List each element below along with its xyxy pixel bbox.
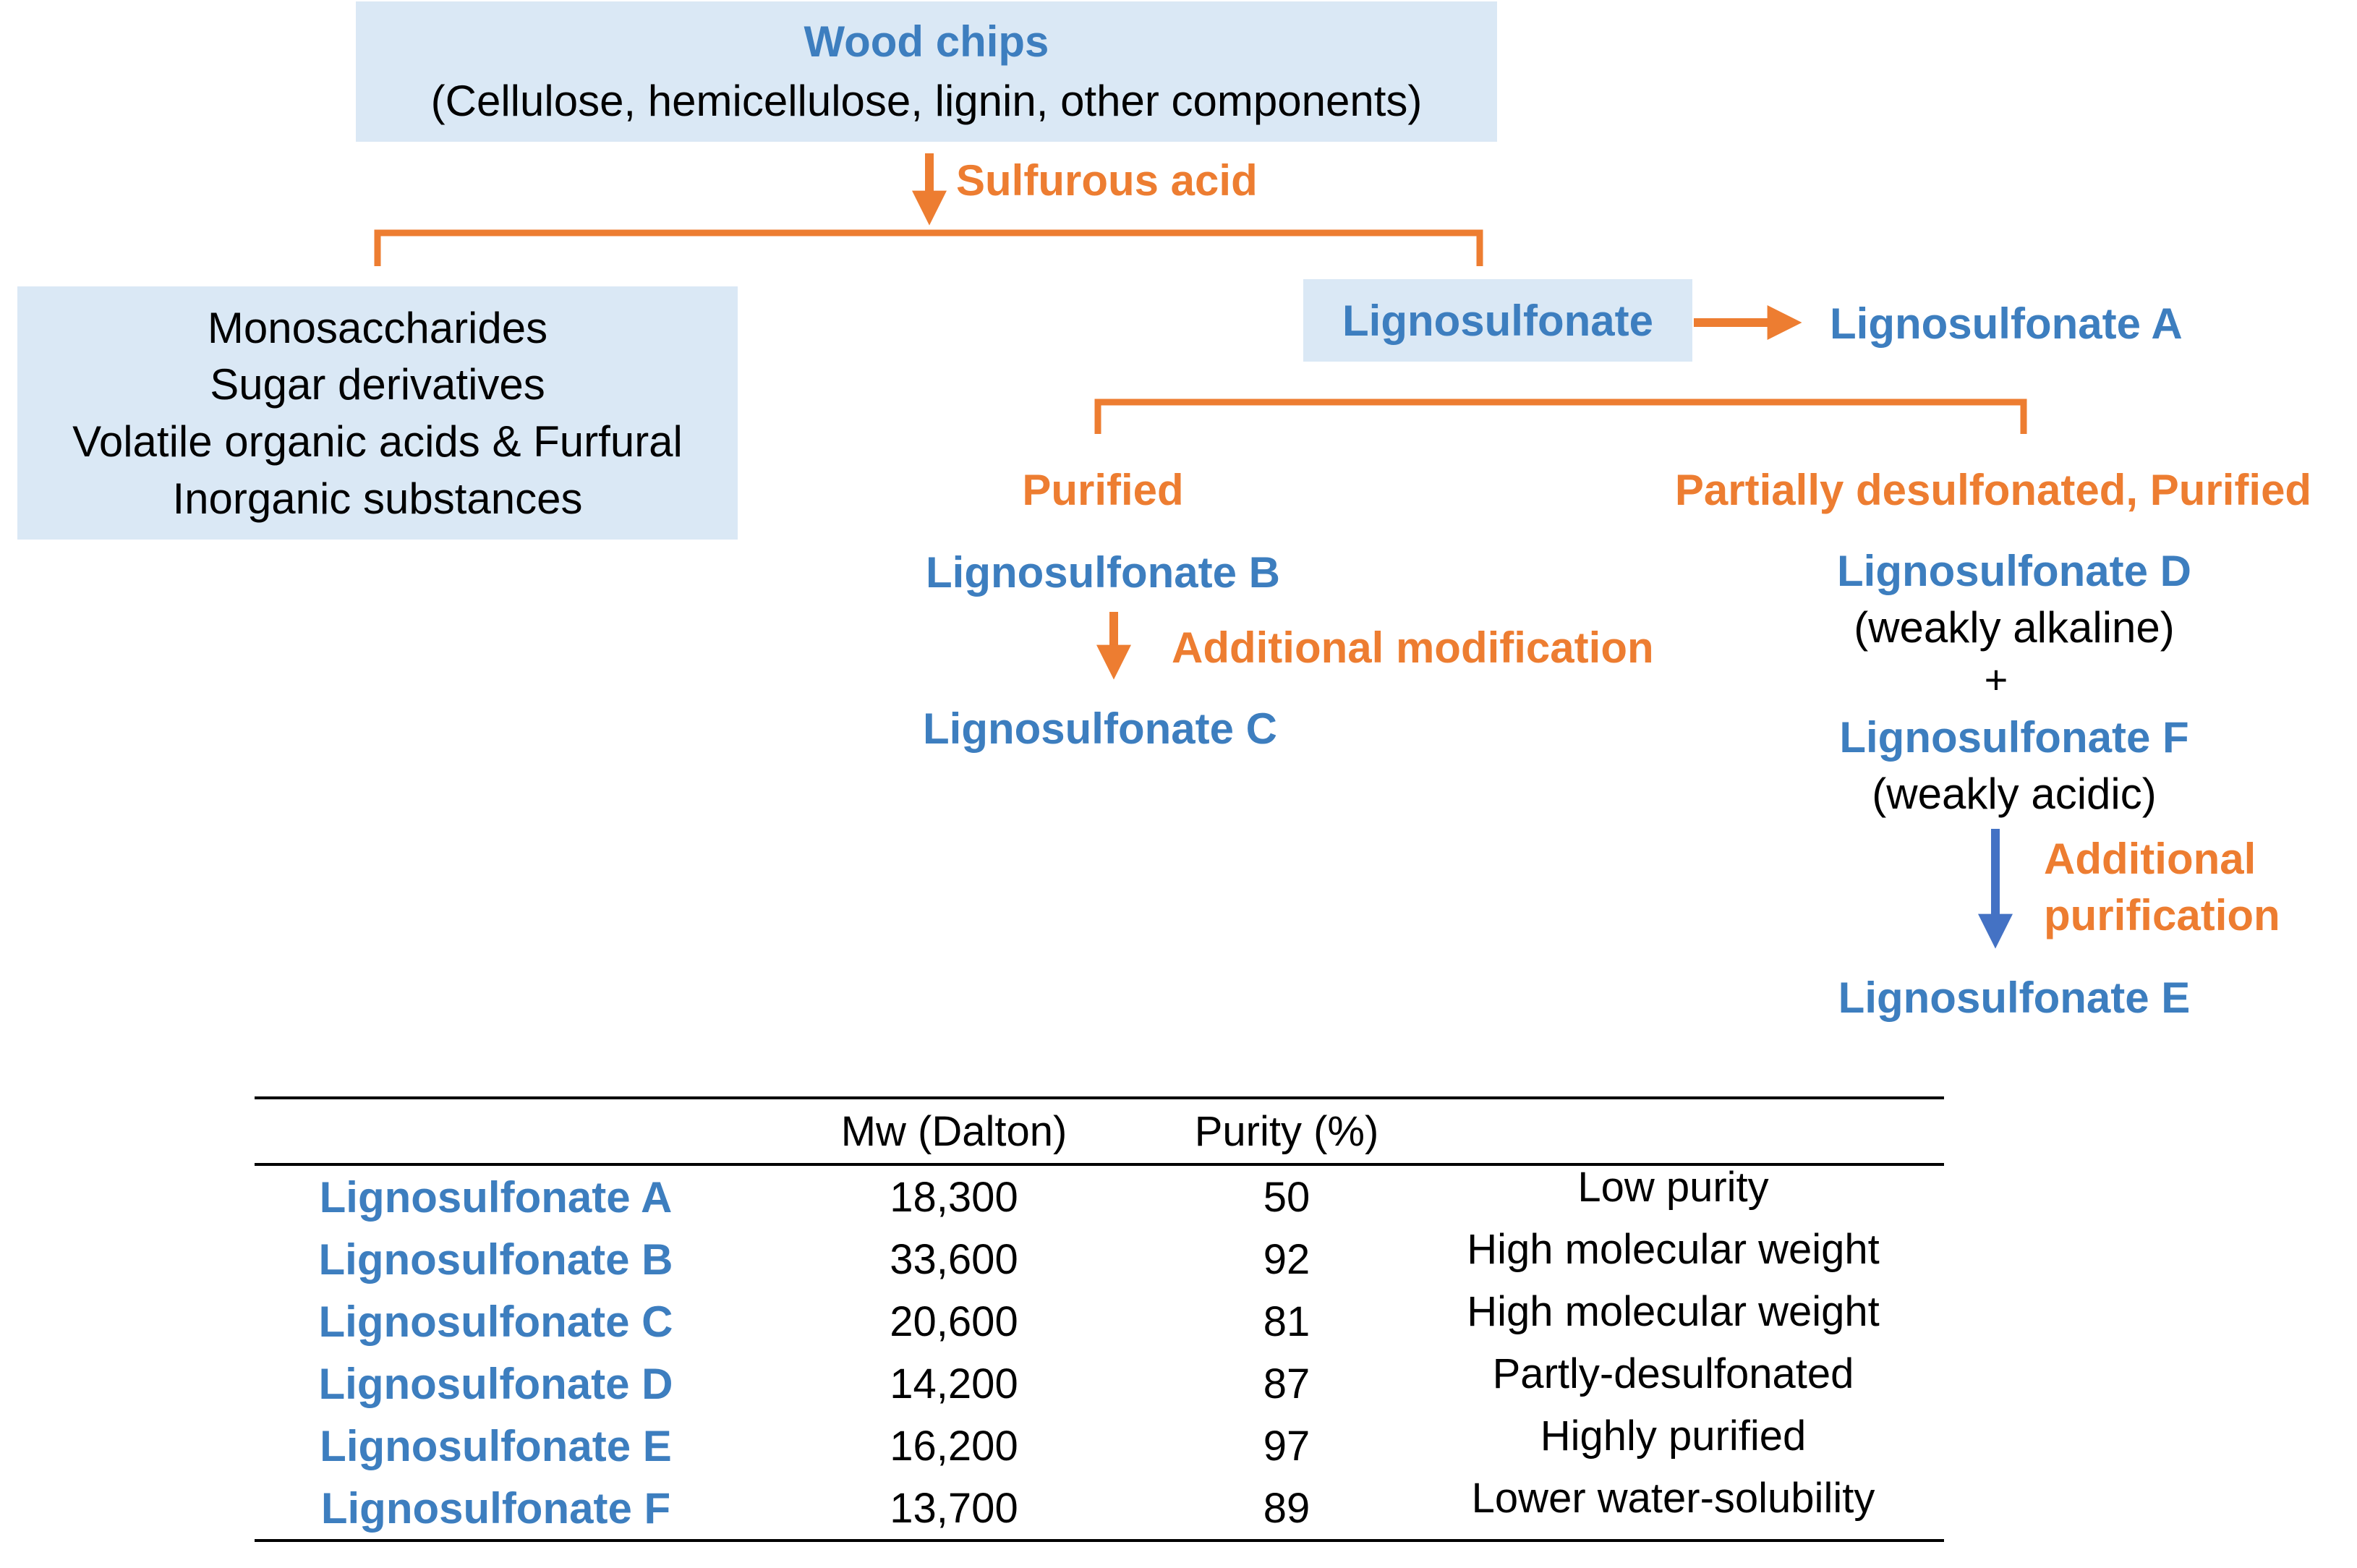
row-name: Lignosulfonate B (318, 1235, 673, 1284)
row-purity: 89 (1263, 1484, 1310, 1532)
row-note: Low purity (1577, 1163, 1769, 1211)
plus-sign: + (1984, 657, 2008, 702)
lignosulfonate-f-label: Lignosulfonate F (1839, 713, 2189, 762)
top-bracket (374, 229, 1483, 266)
table-row: Lignosulfonate B 33,600 92 High molecula… (255, 1226, 1944, 1290)
sulfurous-acid-label: Sulfurous acid (956, 156, 1258, 205)
header-purity: Purity (%) (1194, 1107, 1379, 1155)
lignosulfonate-d-label: Lignosulfonate D (1837, 547, 2191, 595)
table-row: Lignosulfonate D 14,200 87 Partly-desulf… (255, 1350, 1944, 1415)
row-mw: 33,600 (890, 1235, 1018, 1283)
row-purity: 92 (1263, 1235, 1310, 1283)
partially-desulfonated-label: Partially desulfonated, Purified (1674, 466, 2312, 514)
wood-chips-subtitle: (Cellulose, hemicellulose, lignin, other… (430, 77, 1423, 125)
table-row: Lignosulfonate C 20,600 81 High molecula… (255, 1288, 1944, 1352)
row-note: Lower water-solubility (1471, 1474, 1875, 1522)
properties-table: Mw (Dalton) Purity (%) Lignosulfonate A … (255, 1096, 1944, 1542)
row-mw: 16,200 (890, 1422, 1018, 1470)
additional-purification-label-line2: purification (2044, 891, 2280, 939)
lignosulfonate-c-label: Lignosulfonate C (923, 704, 1277, 753)
row-name: Lignosulfonate A (319, 1172, 673, 1222)
row-mw: 20,600 (890, 1298, 1018, 1345)
table-row: Lignosulfonate E 16,200 97 Highly purifi… (255, 1413, 1944, 1477)
table-header-row: Mw (Dalton) Purity (%) (255, 1098, 1944, 1164)
row-name: Lignosulfonate F (320, 1483, 671, 1533)
row-name: Lignosulfonate D (318, 1359, 673, 1408)
lignosulfonate-bracket (1094, 399, 2027, 434)
weakly-acidic-note: (weakly acidic) (1872, 770, 2157, 818)
lignosulfonate-box (1303, 279, 1692, 362)
row-purity: 97 (1263, 1422, 1310, 1470)
additional-modification-label: Additional modification (1172, 623, 1654, 672)
byproduct-item: Sugar derivatives (210, 360, 545, 409)
row-purity: 50 (1263, 1173, 1310, 1221)
row-name: Lignosulfonate C (318, 1297, 673, 1346)
byproducts-box (17, 286, 738, 540)
additional-purification-label-line1: Additional (2044, 835, 2256, 883)
byproduct-item: Volatile organic acids & Furfural (72, 417, 683, 466)
purified-label: Purified (1022, 466, 1184, 514)
row-purity: 81 (1263, 1298, 1310, 1345)
lignosulfonate-b-label: Lignosulfonate B (926, 548, 1280, 597)
row-note: High molecular weight (1467, 1287, 1880, 1335)
row-note: Highly purified (1540, 1412, 1807, 1460)
lignosulfonate-e-label: Lignosulfonate E (1838, 973, 2191, 1022)
table-row: Lignosulfonate F 13,700 89 Lower water-s… (255, 1475, 1944, 1541)
table-row: Lignosulfonate A 18,300 50 Low purity (255, 1164, 1944, 1228)
row-note: High molecular weight (1467, 1225, 1880, 1273)
wood-chips-box (356, 1, 1497, 142)
byproduct-item: Inorganic substances (172, 474, 583, 523)
row-mw: 14,200 (890, 1360, 1018, 1407)
byproduct-item: Monosaccharides (207, 304, 548, 352)
lignosulfonate-label: Lignosulfonate (1342, 297, 1653, 345)
header-mw: Mw (Dalton) (840, 1107, 1067, 1155)
row-note: Partly-desulfonated (1492, 1350, 1854, 1397)
lignosulfonate-a-label: Lignosulfonate A (1830, 299, 2183, 348)
header-name (255, 1098, 737, 1164)
wood-chips-title: Wood chips (804, 17, 1049, 66)
row-name: Lignosulfonate E (320, 1421, 672, 1470)
row-purity: 87 (1263, 1360, 1310, 1407)
row-mw: 13,700 (890, 1484, 1018, 1532)
weakly-alkaline-note: (weakly alkaline) (1854, 603, 2175, 652)
row-mw: 18,300 (890, 1173, 1018, 1221)
